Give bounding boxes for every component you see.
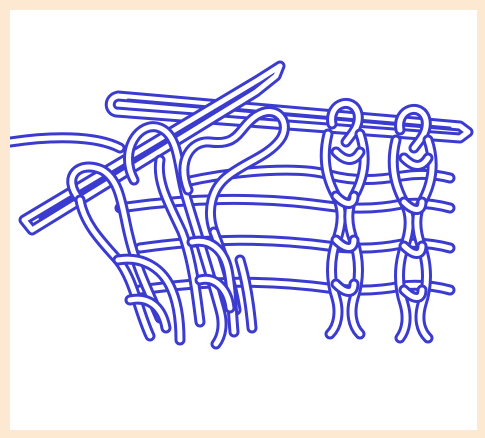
stitch-column-4: [393, 109, 432, 338]
illustration-panel: [10, 10, 477, 430]
stitch-column-3: [325, 103, 364, 334]
knitting-illustration: [10, 10, 477, 430]
